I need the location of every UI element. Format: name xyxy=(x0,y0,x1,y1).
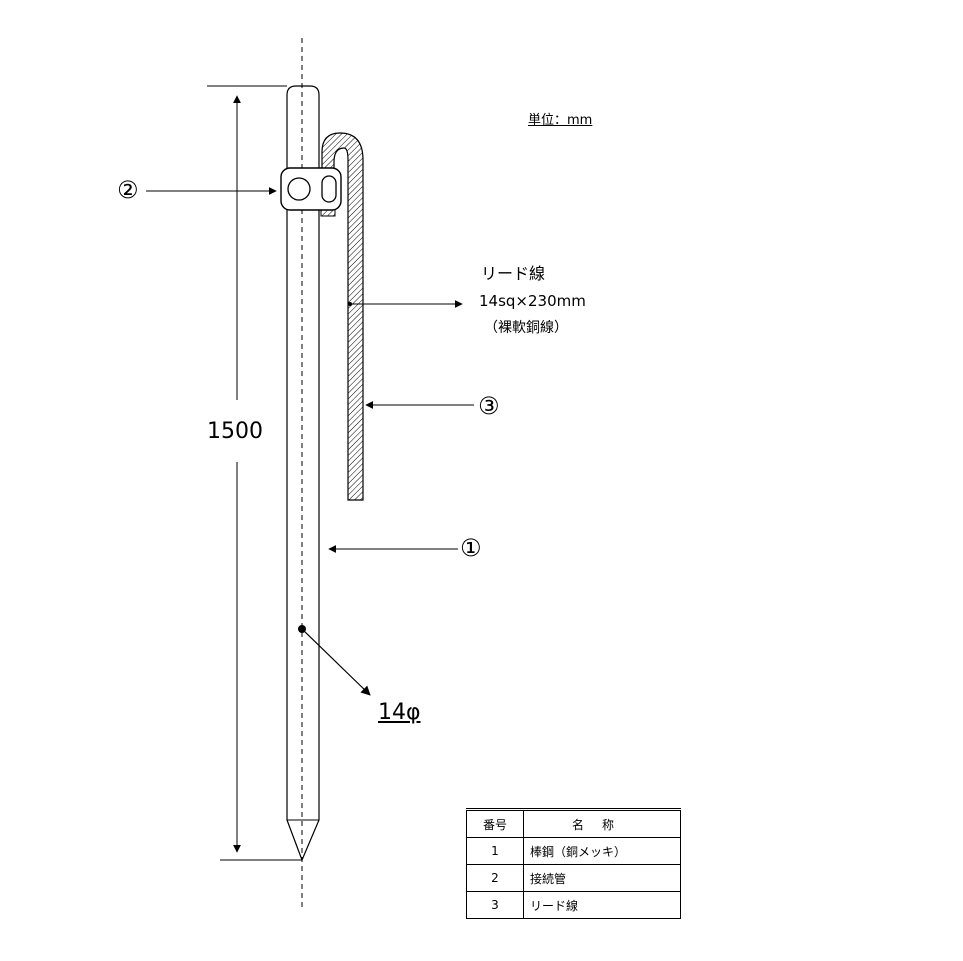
leader-lead-wire-dot xyxy=(348,302,352,306)
row-number: 1 xyxy=(466,837,524,865)
callout-1: ① xyxy=(460,534,482,562)
steel-rod xyxy=(286,85,320,862)
callout-3: ③ xyxy=(478,392,500,420)
table-header-row: 番号 名称 xyxy=(466,808,681,838)
length-dimension: 1500 xyxy=(207,419,263,444)
row-name: 棒鋼（銅メッキ） xyxy=(523,837,681,865)
diameter-leader xyxy=(301,628,371,696)
header-name: 名称 xyxy=(523,808,681,838)
row-name: 接続管 xyxy=(523,864,681,892)
sleeve-hole-right xyxy=(321,175,337,203)
lead-wire-label: リード線 xyxy=(481,264,546,283)
unit-label: 単位：mm xyxy=(528,113,593,128)
diameter-dimension: 14φ xyxy=(378,700,421,725)
lead-wire-material: （裸軟銅線） xyxy=(484,320,568,336)
header-number: 番号 xyxy=(466,808,524,838)
parts-table: 番号 名称 1 棒鋼（銅メッキ） 2 接続管 3 リード線 xyxy=(466,808,681,919)
lead-wire-spec: 14sq×230mm xyxy=(479,292,586,310)
row-name: リード線 xyxy=(523,891,681,919)
row-number: 3 xyxy=(466,891,524,919)
table-row: 2 接続管 xyxy=(466,864,681,892)
table-row: 3 リード線 xyxy=(466,891,681,919)
table-row: 1 棒鋼（銅メッキ） xyxy=(466,837,681,865)
sleeve-hole-left xyxy=(287,177,311,201)
callout-2: ② xyxy=(117,176,139,204)
connection-sleeve xyxy=(280,167,342,211)
row-number: 2 xyxy=(466,864,524,892)
